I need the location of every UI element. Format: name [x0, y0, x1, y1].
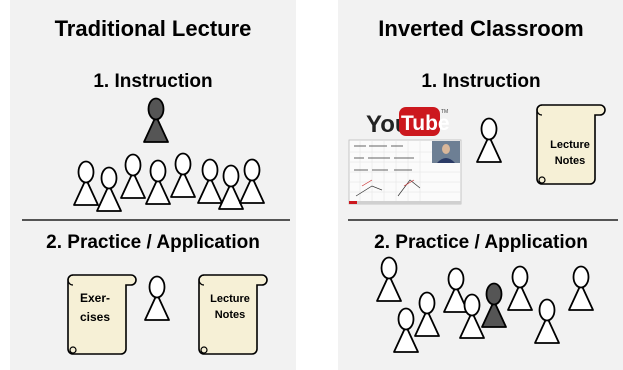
- student-figure: [145, 159, 171, 205]
- student-figure: [414, 291, 440, 337]
- student-figure: [170, 152, 196, 198]
- left-divider: [22, 219, 290, 221]
- student-figure: [197, 158, 223, 204]
- student-figure: [96, 166, 122, 212]
- teacher-figure: [481, 282, 507, 328]
- exercises-scroll-text: Exer-cises: [80, 291, 110, 324]
- student-figure: [476, 117, 502, 163]
- left-instruction-heading: 1. Instruction: [93, 71, 213, 92]
- teacher-figure: [143, 97, 169, 143]
- lecture-video-thumbnail: [348, 139, 462, 205]
- student-figure: [568, 265, 594, 311]
- student-figure: [120, 153, 146, 199]
- student-figure: [393, 307, 419, 353]
- right-instruction-heading: 1. Instruction: [421, 71, 541, 92]
- student-figure: [376, 256, 402, 302]
- student-figure: [534, 298, 560, 344]
- youtube-tube-text: Tube: [401, 112, 450, 135]
- student-group: [376, 256, 594, 353]
- student-figure: [239, 158, 265, 204]
- student-figure: [73, 160, 99, 206]
- right-divider: [348, 219, 618, 221]
- student-figure: [144, 275, 170, 321]
- inverted-classroom-title: Inverted Classroom: [378, 16, 584, 41]
- traditional-lecture-title: Traditional Lecture: [54, 16, 252, 41]
- left-practice-heading: 2. Practice / Application: [46, 232, 260, 253]
- right-practice-heading: 2. Practice / Application: [374, 232, 588, 253]
- student-audience: [73, 152, 265, 212]
- youtube-tube-box: [399, 107, 440, 136]
- student-figure: [507, 265, 533, 311]
- youtube-logo: You Tube TM: [366, 107, 450, 138]
- youtube-tm-text: TM: [441, 109, 448, 115]
